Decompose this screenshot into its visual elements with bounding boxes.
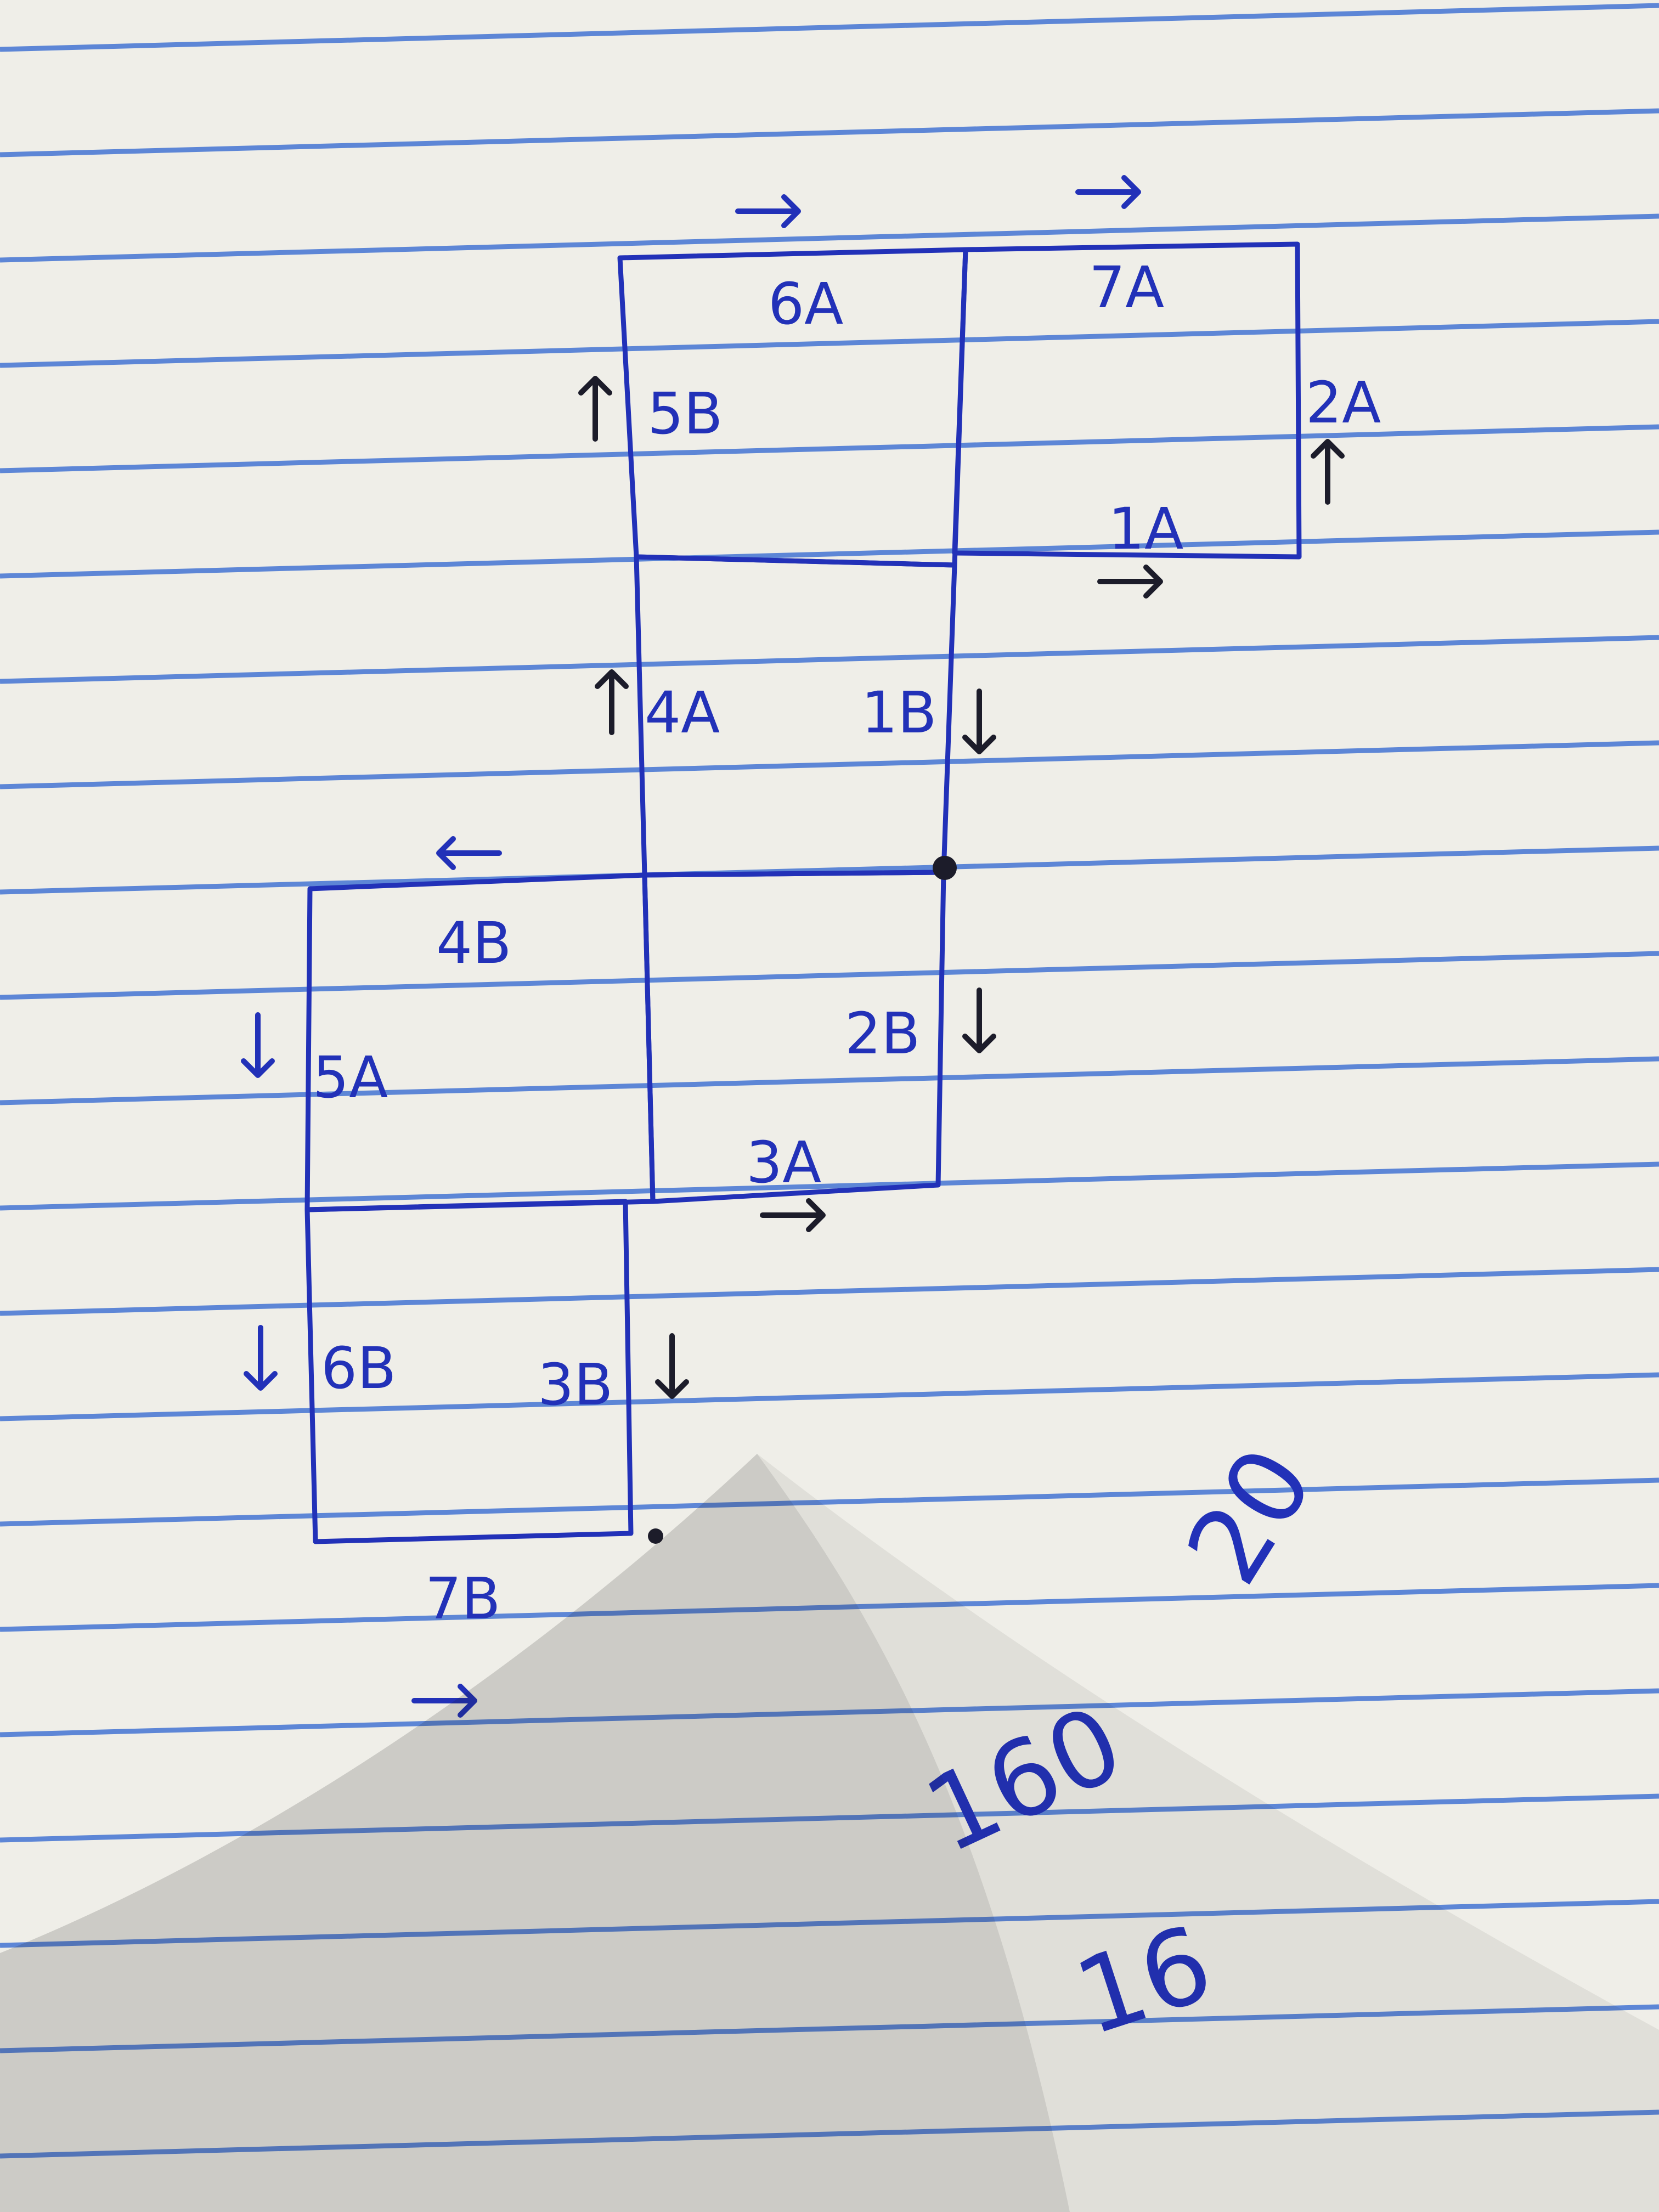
arrow-3A-icon (760, 1198, 826, 1232)
note-20: 20 (1164, 1427, 1337, 1604)
arrow-1A-icon (1097, 565, 1163, 599)
label-1A: 1A (1108, 495, 1183, 562)
ruled-line (0, 1267, 1659, 1316)
cube-net (304, 241, 1302, 1544)
ruled-lines (0, 3, 1659, 2159)
ruled-line (0, 845, 1659, 895)
lower-left-lower-square (304, 1199, 634, 1544)
ruled-line (0, 635, 1659, 684)
lower-left-upper-square (304, 872, 656, 1212)
label-1B: 1B (861, 679, 937, 746)
ruled-line (0, 424, 1659, 473)
label-4A: 4A (645, 679, 720, 746)
arrow-3B-icon (655, 1333, 689, 1399)
ruled-line (0, 1583, 1659, 1632)
arrow-5A-icon (241, 1012, 275, 1078)
label-5A: 5A (313, 1044, 388, 1111)
arrow-6A-icon (735, 194, 801, 228)
label-6B: 6B (321, 1335, 397, 1402)
arrow-4B-icon (436, 836, 502, 870)
label-7B: 7B (425, 1565, 501, 1632)
ruled-line (0, 3, 1659, 52)
note-16: 16 (1062, 1903, 1226, 2059)
arrow-7B-icon (411, 1684, 477, 1718)
arrow-4A-icon (595, 669, 629, 735)
label-6A: 6A (768, 270, 843, 337)
ruled-line (0, 1372, 1659, 1421)
ruled-line (0, 740, 1659, 789)
vertex-dot (933, 856, 957, 880)
arrow-7A-icon (1075, 175, 1141, 209)
edge-labels: 6A 7A 5B 2A 1A 4A 1B 4B 5A 2B 3A 6B 3B 7… (313, 254, 1381, 1632)
ruled-line (0, 951, 1659, 1000)
label-2B: 2B (845, 1000, 921, 1067)
ruled-line (0, 319, 1659, 368)
ruled-line (0, 1161, 1659, 1211)
label-7A: 7A (1089, 254, 1164, 321)
ruled-line (0, 1056, 1659, 1105)
label-5B: 5B (647, 380, 723, 447)
ruled-line (0, 2004, 1659, 2053)
ruled-line (0, 1688, 1659, 1737)
label-3A: 3A (746, 1129, 821, 1196)
arrow-2B-icon (962, 988, 996, 1053)
arrow-6B-icon (244, 1325, 278, 1391)
ruled-line (0, 108, 1659, 157)
ruled-line (0, 2109, 1659, 2159)
arrow-5B-icon (578, 376, 612, 442)
ruled-line (0, 1477, 1659, 1527)
arrow-1B-icon (962, 689, 996, 754)
handwritten-notes: 20 160 16 (909, 1427, 1337, 2059)
arrow-2A-icon (1311, 439, 1345, 505)
vertex-dot (648, 1528, 663, 1544)
label-2A: 2A (1306, 369, 1381, 436)
label-3B: 3B (538, 1351, 613, 1418)
top-right-square (952, 241, 1302, 560)
label-4B: 4B (436, 910, 512, 977)
ruled-line (0, 1899, 1659, 1948)
ruled-line (0, 1793, 1659, 1843)
ruled-line (0, 529, 1659, 579)
direction-arrows (241, 175, 1345, 1718)
ruled-line (0, 213, 1659, 263)
